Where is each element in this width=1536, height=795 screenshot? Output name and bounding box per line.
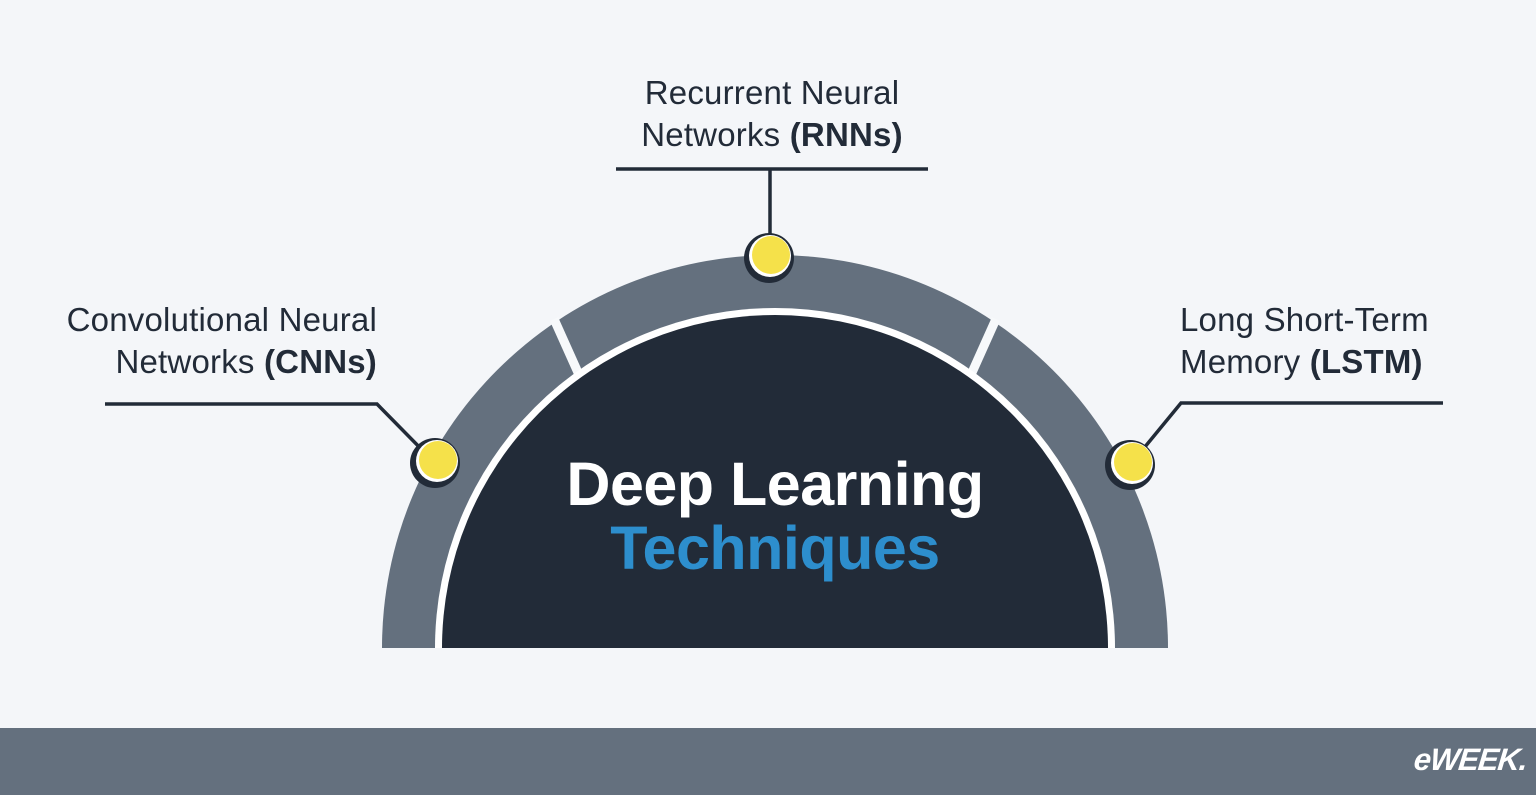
title-line1: Deep Learning <box>566 450 984 518</box>
rnn-name-line1: Recurrent Neural <box>644 74 900 111</box>
segment-separator-left <box>549 317 585 379</box>
cnn-connector-line <box>105 402 437 465</box>
lstm-marker-dot <box>1105 440 1155 490</box>
cnn-abbreviation: (CNNs) <box>263 343 377 380</box>
rnn-abbreviation: (RNNs) <box>789 116 903 153</box>
label-lstm: Long Short-Term Memory (LSTM) <box>1180 299 1470 383</box>
rnn-marker-dot <box>744 233 794 283</box>
cnn-name-line2: Networks <box>115 343 264 380</box>
eweek-logo: eWEEK. <box>1412 742 1529 777</box>
label-cnn: Convolutional Neural Networks (CNNs) <box>57 299 377 383</box>
lstm-connector-line <box>1128 401 1443 467</box>
center-semicircle <box>442 315 1108 648</box>
cnn-name-line1: Convolutional Neural <box>66 301 377 338</box>
title-line2: Techniques <box>610 514 940 582</box>
segment-separator-right <box>965 317 1001 379</box>
lstm-name-line1: Long Short-Term <box>1180 301 1429 338</box>
lstm-abbreviation: (LSTM) <box>1309 343 1423 380</box>
chart-title: Deep Learning Techniques <box>475 452 1075 580</box>
footer-bar: eWEEK. <box>0 728 1536 795</box>
cnn-marker-dot <box>410 438 460 488</box>
rnn-name-line2: Networks <box>641 116 790 153</box>
lstm-name-line2: Memory <box>1180 343 1310 380</box>
label-rnn: Recurrent Neural Networks (RNNs) <box>612 72 932 156</box>
